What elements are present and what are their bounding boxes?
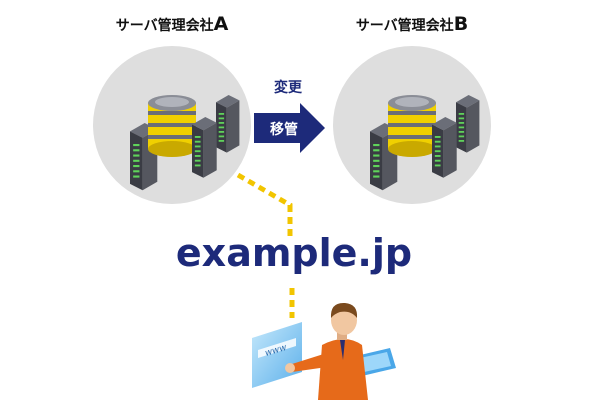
change-label: 変更 bbox=[274, 79, 303, 96]
person-icon bbox=[285, 302, 368, 400]
browser-screen: www bbox=[252, 322, 302, 388]
transfer-label: 移管 bbox=[270, 121, 298, 138]
company-b-label: サーバ管理会社B bbox=[356, 13, 468, 35]
company-a-label: サーバ管理会社A bbox=[116, 13, 229, 35]
transfer-arrow-icon bbox=[254, 103, 325, 153]
domain-name: example.jp bbox=[176, 231, 412, 275]
dashed-connector-top bbox=[236, 172, 293, 238]
